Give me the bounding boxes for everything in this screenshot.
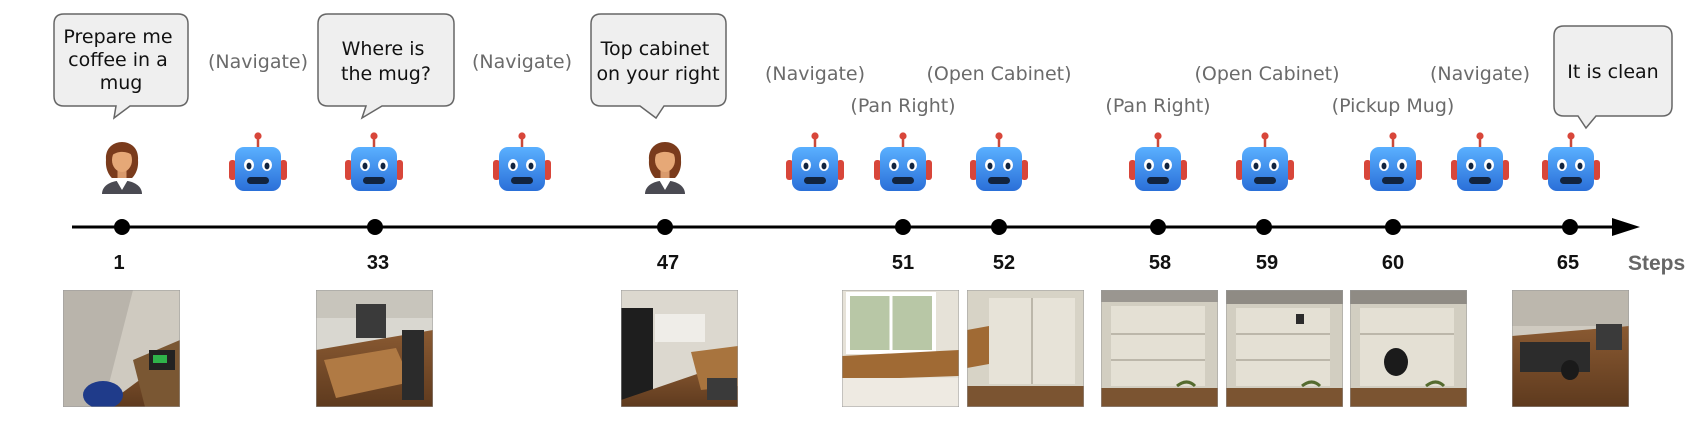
robot-icon [1540,131,1602,193]
robot-icon [343,131,405,193]
action-label: (Navigate) [472,51,572,73]
action-label: (Navigate) [208,51,308,73]
axis-label: Steps [1628,252,1685,275]
step-marker [367,219,383,235]
action-label: (Navigate) [765,63,865,85]
observation-thumbnail [842,290,959,407]
step-label: 60 [1382,252,1404,274]
step-marker [1385,219,1401,235]
robot-icon [968,131,1030,193]
step-marker [991,219,1007,235]
step-label: 59 [1256,252,1278,274]
speech-bubble-shape [53,13,189,120]
observation-thumbnails [63,290,1629,407]
robot-icon [1362,131,1424,193]
speech-bubble-shape [590,13,727,120]
action-label: (Open Cabinet) [1194,63,1339,85]
robot-done-text: It is clean [1567,61,1658,83]
observation-thumbnail [967,290,1084,407]
step-label: 52 [993,252,1015,274]
action-label: (Navigate) [1430,63,1530,85]
robot-done-bubble: It is clean [1553,25,1673,130]
step-marker [657,219,673,235]
observation-thumbnail [1101,290,1218,407]
step-label: 1 [113,252,124,274]
action-label: (Pan Right) [850,95,955,117]
step-marker [114,219,130,235]
observation-thumbnail [316,290,433,407]
robot-icon [491,131,553,193]
step-label: 33 [367,252,389,274]
observation-thumbnail [621,290,738,407]
speech-bubble-shape [317,13,455,120]
action-label: (Pan Right) [1105,95,1210,117]
robot-icon [872,131,934,193]
robot-icon [1449,131,1511,193]
robot-icon [1234,131,1296,193]
step-label: 58 [1149,252,1171,274]
step-label: 51 [892,252,914,274]
action-labels: (Navigate) (Navigate) (Navigate) (Pan Ri… [208,51,1530,117]
robot-icon [227,131,289,193]
robot-icon [1127,131,1189,193]
human-answer-text: Top cabinet on your right [596,38,719,85]
human-answer-bubble: Top cabinet on your right [590,13,727,120]
timeline-axis: 1 33 47 51 52 58 59 60 65 Steps [72,218,1685,275]
robot-question-text: Where is the mug? [341,38,431,85]
step-label: 65 [1557,252,1579,274]
action-label: (Open Cabinet) [926,63,1071,85]
observation-thumbnail [1512,290,1629,407]
action-label: (Pickup Mug) [1332,95,1455,117]
speech-bubble-shape [1553,25,1673,130]
agent-avatars [102,131,1602,194]
human-request-bubble: Prepare me coffee in a mug [53,13,189,120]
robot-question-bubble: Where is the mug? [317,13,455,120]
step-marker [1562,219,1578,235]
human-avatar-icon [645,142,685,194]
step-label: 47 [657,252,679,274]
observation-thumbnail [63,290,180,407]
robot-icon [784,131,846,193]
step-marker [1150,219,1166,235]
axis-arrowhead-icon [1612,218,1640,236]
step-marker [1256,219,1272,235]
human-request-text: Prepare me coffee in a mug [63,26,178,94]
step-marker [895,219,911,235]
human-avatar-icon [102,142,142,194]
observation-thumbnail [1350,290,1467,407]
dialogue-bubbles: Prepare me coffee in a mug Where is the … [53,13,1673,130]
observation-thumbnail [1226,290,1343,407]
